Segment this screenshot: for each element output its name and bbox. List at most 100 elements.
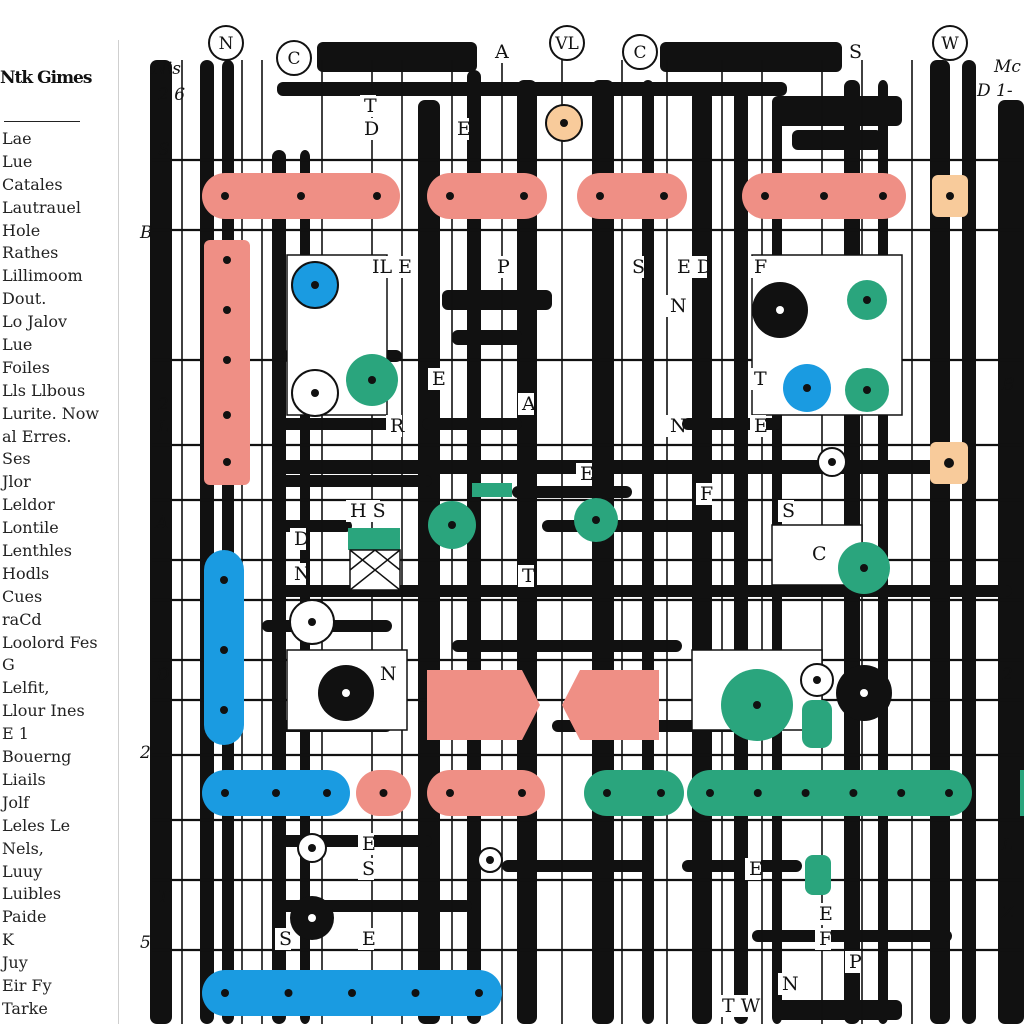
black-bar: [998, 100, 1024, 1024]
edge-label: 2: [157, 395, 169, 415]
letter-cell: [518, 565, 534, 587]
edge-label: Mc: [993, 57, 1021, 77]
clue-item: Lillimoom: [2, 266, 83, 286]
edge-label: D: [155, 665, 170, 685]
letter-cell: [491, 41, 507, 63]
black-bar: [502, 860, 652, 872]
dot-marker: [348, 989, 356, 997]
letter-cell: [666, 415, 682, 437]
letter-cell: [815, 903, 831, 925]
dot-marker: [863, 296, 871, 304]
dot-marker: [223, 306, 231, 314]
letter-cell: [750, 415, 766, 437]
header-circle: [932, 25, 968, 61]
dot-marker: [311, 281, 319, 289]
dot-marker: [221, 192, 229, 200]
grid-letter: D: [364, 118, 379, 140]
clue-item: Llour Ines: [2, 701, 85, 721]
letter-cell: [778, 973, 794, 995]
clue-item: Foiles: [2, 357, 50, 377]
green-bar: [584, 770, 684, 816]
letter-cell: [745, 858, 761, 880]
grid-letter: S: [782, 500, 795, 522]
masthead-rule: [4, 121, 80, 122]
letter-cell: [453, 118, 469, 140]
header-circle-label: W: [941, 34, 959, 54]
edge-label: L: [157, 417, 169, 437]
grid-letter: N: [670, 295, 687, 317]
letter-cell: [358, 858, 374, 880]
clue-item: raCd: [2, 609, 42, 629]
clue-item: Hodls: [2, 563, 50, 583]
clue-item: Catales: [2, 174, 63, 194]
clue-item: Leldor: [2, 495, 55, 515]
letter-cell: [808, 543, 824, 565]
dot-marker: [946, 192, 954, 200]
clue-item: Leles Le: [2, 815, 71, 835]
salmon-bar: [427, 770, 545, 816]
edge-label: B: [139, 223, 153, 243]
black-bar: [418, 100, 440, 1024]
clue-item: Lls Llbous: [2, 380, 86, 400]
dot-marker: [223, 256, 231, 264]
dot-marker: [486, 856, 494, 864]
dot-marker: [706, 789, 714, 797]
letter-cell: [750, 368, 766, 390]
dot-marker: [753, 789, 762, 797]
dot-marker: [221, 989, 229, 997]
header-circle: [276, 40, 312, 76]
dot-marker: [223, 356, 231, 364]
dot-marker: [223, 411, 231, 419]
dot-marker: [220, 576, 228, 584]
grid-letter: P: [497, 256, 510, 278]
clue-item: E 1: [2, 724, 29, 744]
grid-letter: D: [294, 528, 309, 550]
black-bar: [452, 640, 682, 652]
grid-letter: E: [749, 858, 763, 880]
edge-label: T: [158, 887, 171, 907]
black-bar: [277, 82, 787, 96]
header-circle-label: N: [219, 34, 234, 54]
clue-item: Lae: [2, 129, 32, 148]
clue-item: Paide: [2, 907, 47, 927]
dot-marker: [448, 521, 456, 529]
header-circle-label: VL: [554, 34, 579, 54]
grid-letter: S: [632, 256, 645, 278]
grid-letter: A: [494, 41, 509, 63]
dot-marker: [828, 458, 836, 466]
header-circle-label: C: [287, 49, 300, 69]
green-capsule: [805, 855, 831, 895]
black-bar: [317, 42, 477, 72]
dot-marker: [592, 516, 600, 524]
grid-letter: E D: [677, 256, 712, 278]
letter-cell: [750, 256, 766, 278]
clue-item: Lautrauel: [2, 197, 81, 217]
edge-label: 2: [1001, 665, 1013, 685]
dot-marker: [220, 706, 228, 714]
dot-marker: [373, 192, 381, 200]
grid-letter: S: [279, 928, 292, 950]
header-circle-label: C: [633, 43, 646, 63]
black-bar: [272, 418, 402, 430]
letter-cell: [628, 256, 644, 278]
clue-item: Cues: [2, 586, 43, 606]
letter-cell: [493, 256, 509, 278]
clue-item: lle: [0, 1021, 118, 1024]
green-tab: [348, 528, 400, 550]
letter-cell: [518, 393, 534, 415]
black-bar: [682, 860, 802, 872]
clue-item: Liails: [2, 769, 46, 789]
clue-item: Hole: [2, 220, 41, 240]
letter-cell: [275, 928, 291, 950]
letter-cell: [290, 563, 306, 585]
dot-marker: [863, 386, 871, 394]
black-bar: [422, 418, 522, 430]
letter-cell: [718, 995, 752, 1017]
black-bar: [642, 80, 654, 1024]
grid-letter: IL E: [372, 256, 412, 278]
dot-marker: [284, 989, 293, 997]
grid-letter: H S: [350, 500, 386, 522]
